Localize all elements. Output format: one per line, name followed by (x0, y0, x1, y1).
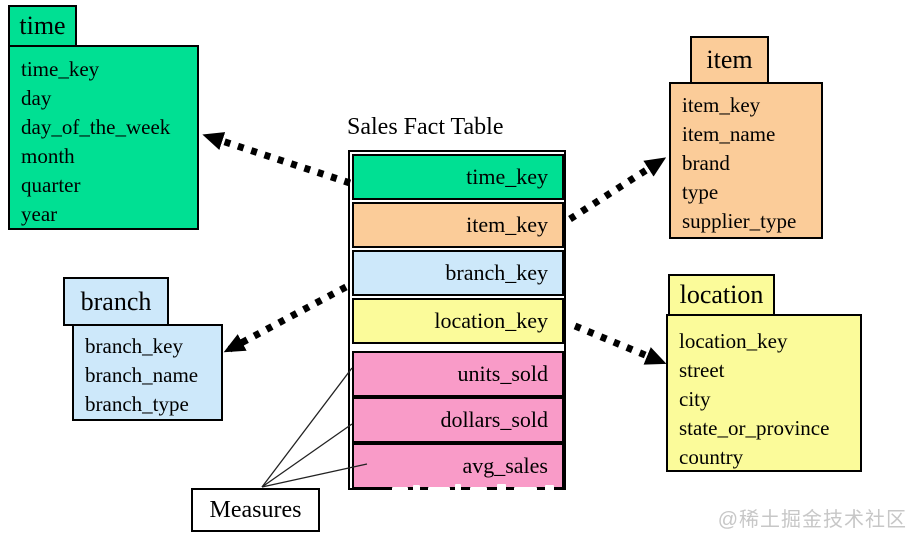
white-artifact (545, 485, 554, 493)
fact-table: time_key item_key branch_key location_ke… (348, 150, 566, 490)
white-artifact (497, 484, 506, 493)
white-artifact (413, 485, 420, 493)
field-name: street (679, 358, 725, 382)
white-artifact (392, 487, 408, 492)
field-name: item_key (682, 93, 761, 117)
white-artifact (455, 484, 461, 493)
branch-table-tab: branch (63, 277, 169, 326)
arrow-item-key-to-item (568, 157, 667, 222)
field-name: branch_name (85, 363, 199, 387)
fact-row-dollars-sold: dollars_sold (352, 397, 564, 443)
fact-table-title: Sales Fact Table (347, 114, 504, 140)
field-name: year (21, 202, 58, 226)
field-name: city (679, 387, 711, 411)
measures-box: Measures (191, 488, 320, 532)
fact-row-avg-sales: avg_sales (352, 443, 564, 489)
fact-row-location-key: location_key (352, 298, 564, 344)
field-name: branch_key (85, 334, 183, 358)
fact-row-time-key: time_key (352, 154, 564, 200)
field-name: quarter (21, 173, 81, 197)
item-table-tab: item (690, 36, 769, 84)
arrow-location-key-to-location (573, 322, 667, 366)
field-name: day (21, 86, 52, 110)
field-name: supplier_type (682, 209, 797, 233)
fact-row-units-sold: units_sold (352, 351, 564, 397)
field-name: type (682, 180, 719, 204)
field-name: location_key (679, 329, 788, 353)
white-artifact (428, 487, 450, 492)
field-name: item_name (682, 122, 776, 146)
field-name: day_of_the_week (21, 115, 171, 139)
field-name: brand (682, 151, 730, 175)
fact-row-item-key: item_key (352, 202, 564, 248)
arrow-branch-key-to-branch (223, 283, 348, 354)
branch-table-body: branch_key branch_name branch_type (72, 324, 223, 421)
measure-line-dollars-sold (261, 423, 353, 488)
time-table-tab: time (8, 5, 77, 47)
location-table-tab: location (668, 274, 775, 316)
field-name: state_or_province (679, 416, 830, 440)
white-artifact (470, 487, 487, 492)
field-name: country (679, 445, 744, 469)
watermark: @稀土掘金技术社区 (717, 509, 907, 531)
fact-row-branch-key: branch_key (352, 250, 564, 296)
arrow-time-key-to-time (202, 132, 352, 187)
white-artifact (514, 487, 537, 492)
field-name: branch_type (85, 392, 189, 416)
measure-line-units-sold (261, 367, 353, 488)
field-name: time_key (21, 57, 100, 81)
field-name: month (21, 144, 75, 168)
